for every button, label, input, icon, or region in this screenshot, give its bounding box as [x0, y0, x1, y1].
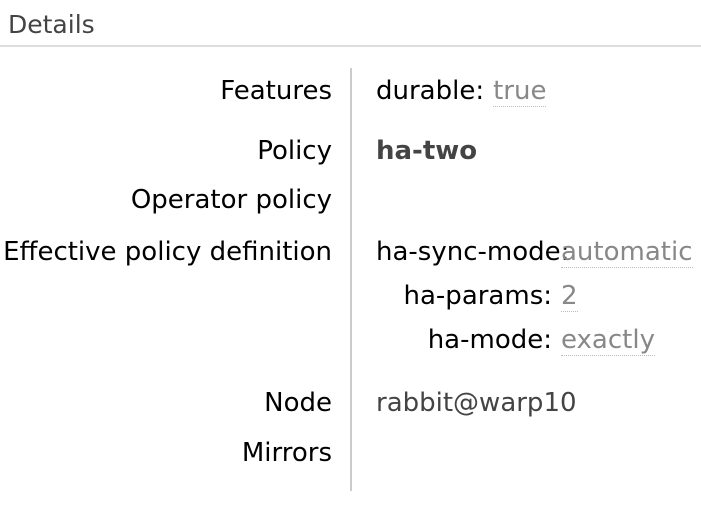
feature-pair-durable: durable: true: [376, 76, 701, 107]
policy-pair-value: 2: [561, 281, 578, 312]
row-label-operator-policy: Operator policy: [130, 185, 332, 215]
row-label-policy: Policy: [257, 136, 332, 166]
row-label-features: Features: [220, 76, 332, 106]
row-label-mirrors: Mirrors: [241, 438, 332, 468]
policy-pair-value: exactly: [561, 325, 655, 356]
policy-pair-value: automatic: [561, 237, 693, 268]
row-operator-policy: Operator policy: [0, 185, 701, 237]
row-label-effective-policy-definition: Effective policy definition: [3, 237, 332, 267]
feature-value: true: [493, 76, 547, 107]
policy-link[interactable]: ha-two: [376, 136, 478, 166]
policy-pair-ha-sync-mode: ha-sync-mode:automatic: [376, 237, 701, 268]
mirrors-value-cell: [350, 438, 701, 491]
row-effective-policy-definition: Effective policy definition ha-sync-mode…: [0, 237, 701, 388]
policy-pair-key: ha-mode:: [427, 325, 552, 355]
feature-key: durable:: [376, 76, 485, 106]
row-features: Features durable: true: [0, 68, 701, 136]
policy-pair-ha-mode: ha-mode: exactly: [376, 325, 701, 356]
features-value-cell: durable: true: [350, 68, 701, 136]
policy-pair-ha-params: ha-params: 2: [376, 281, 701, 312]
node-value-cell: rabbit@warp10: [350, 388, 701, 438]
row-label-node: Node: [264, 388, 332, 418]
heading-rule: [0, 45, 701, 47]
node-value: rabbit@warp10: [376, 388, 577, 418]
row-policy: Policy ha-two: [0, 136, 701, 185]
policy-pair-key: ha-params:: [403, 281, 552, 311]
row-mirrors: Mirrors: [0, 438, 701, 491]
page-title: Details: [8, 10, 95, 39]
policy-pair-key: ha-sync-mode:: [376, 237, 570, 267]
row-node: Node rabbit@warp10: [0, 388, 701, 438]
effective-policy-definition-cell: ha-sync-mode:automatic ha-params: 2 ha-mo…: [350, 237, 701, 388]
details-table: Features durable: true Policy ha-two Oper…: [0, 68, 701, 491]
operator-policy-value-cell: [350, 185, 701, 237]
policy-value-cell: ha-two: [350, 136, 701, 185]
